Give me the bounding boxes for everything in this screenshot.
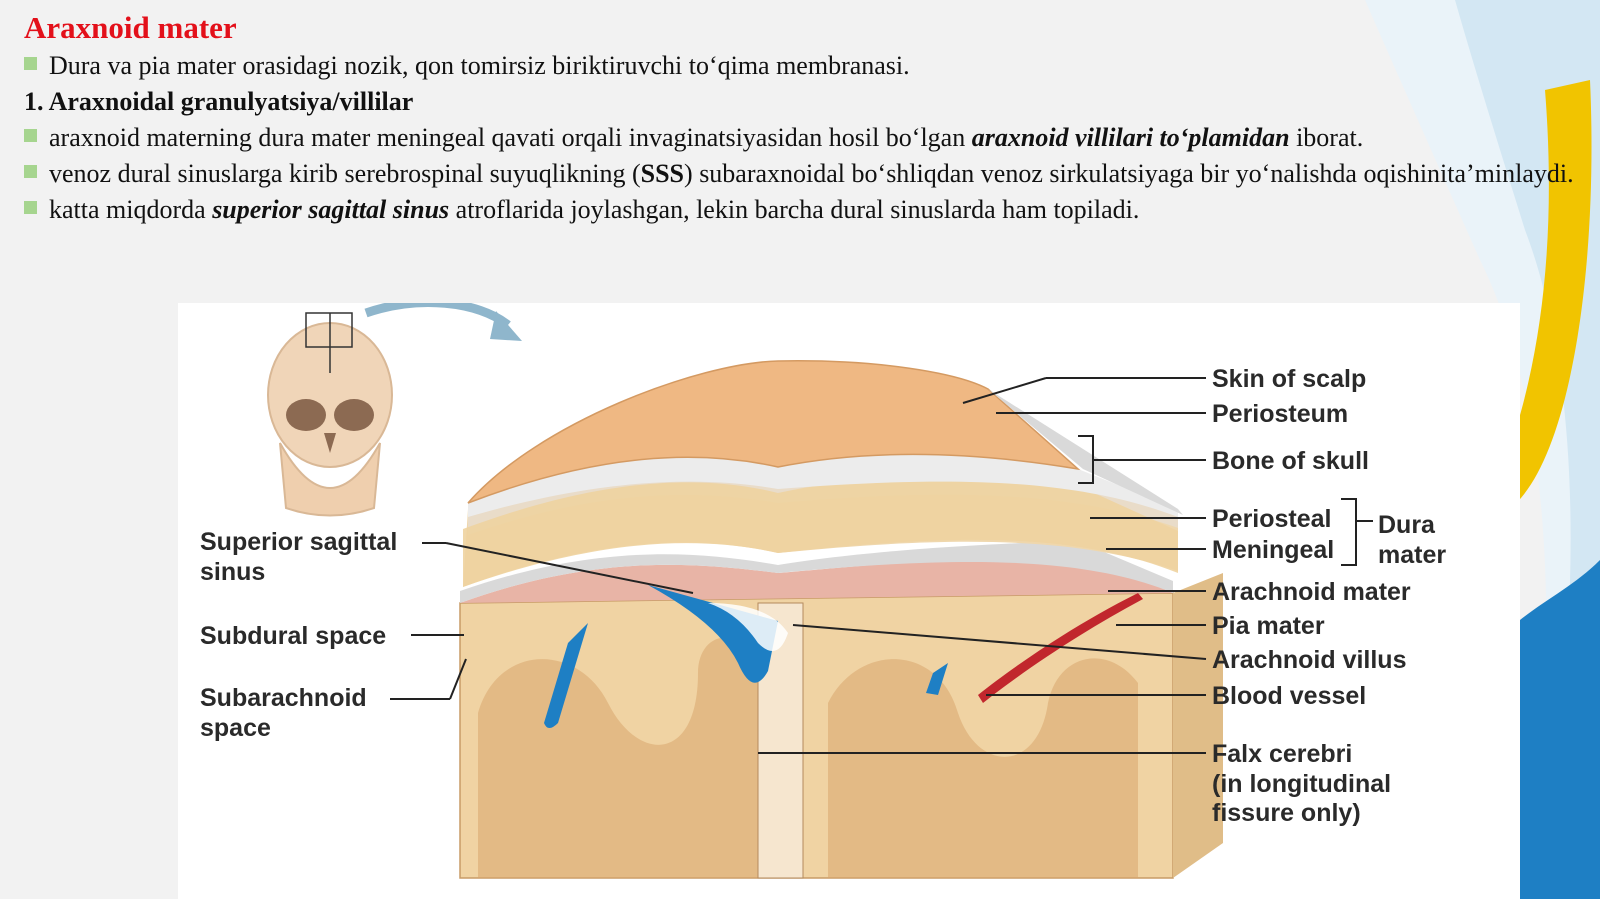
- bullet-1-text: Dura va pia mater orasidagi nozik, qon t…: [49, 51, 910, 80]
- section-heading: 1. Araxnoidal granulyatsiya/villilar: [24, 87, 414, 116]
- label-falx-cerebri-3: fissure only): [1212, 799, 1361, 827]
- square-bullet-icon: [24, 201, 37, 214]
- bullet-item-4: katta miqdorda superior sagittal sinus a…: [24, 192, 1584, 228]
- slide-title: Araxnoid mater: [24, 10, 237, 45]
- leader-lines: [390, 377, 1373, 754]
- label-bone-of-skull: Bone of skull: [1212, 447, 1369, 475]
- bullet-2-text: araxnoid materning dura mater meningeal …: [49, 123, 972, 152]
- label-falx-cerebri-2: (in longitudinal: [1212, 770, 1391, 798]
- bullet-2-text-end: iborat.: [1289, 123, 1364, 152]
- label-blood-vessel: Blood vessel: [1212, 682, 1366, 710]
- label-superior-sagittal-sinus-2: sinus: [200, 558, 265, 586]
- label-falx-cerebri: Falx cerebri: [1212, 740, 1352, 768]
- text-content: Araxnoid mater Dura va pia mater orasida…: [24, 8, 1584, 228]
- label-pia-mater: Pia mater: [1212, 612, 1325, 640]
- bullet-4-text: katta miqdorda: [49, 195, 213, 224]
- bullet-4-emphasis: superior sagittal sinus: [212, 195, 450, 224]
- label-periosteal: Periosteal: [1212, 505, 1332, 533]
- label-arachnoid-mater: Arachnoid mater: [1212, 578, 1411, 606]
- bullet-item-3: venoz dural sinuslarga kirib serebrospin…: [24, 156, 1584, 192]
- pointer-arrow: [364, 303, 522, 341]
- label-subarachnoid-space: Subarachnoid: [200, 684, 367, 712]
- meninges-diagram: Superior sagittal sinus Subdural space S…: [178, 303, 1520, 899]
- square-bullet-icon: [24, 129, 37, 142]
- meninges-illustration: Superior sagittal sinus Subdural space S…: [200, 303, 1446, 879]
- bullet-2-emphasis: araxnoid villilari to‘plamidan: [971, 123, 1290, 152]
- square-bullet-icon: [24, 57, 37, 70]
- label-subarachnoid-space-2: space: [200, 714, 271, 742]
- label-dura-mater-2: mater: [1378, 541, 1446, 569]
- bullet-3-text: venoz dural sinuslarga kirib serebrospin…: [49, 159, 641, 188]
- label-skin-of-scalp: Skin of scalp: [1212, 365, 1366, 393]
- label-arachnoid-villus: Arachnoid villus: [1212, 646, 1406, 674]
- bullet-item-2: araxnoid materning dura mater meningeal …: [24, 120, 1584, 156]
- bullet-3-emphasis: SSS: [640, 159, 685, 188]
- tissue-block: [459, 360, 1223, 879]
- label-superior-sagittal-sinus: Superior sagittal: [200, 528, 397, 556]
- bullet-3-text-end: ) subaraxnoidal bo‘shliqdan venoz sirkul…: [684, 159, 1574, 188]
- label-dura-mater: Dura: [1378, 511, 1436, 539]
- label-subdural-space: Subdural space: [200, 622, 386, 650]
- bullet-item-1: Dura va pia mater orasidagi nozik, qon t…: [24, 48, 1584, 84]
- square-bullet-icon: [24, 165, 37, 178]
- skull-thumbnail: [267, 312, 393, 517]
- label-meningeal: Meningeal: [1212, 536, 1334, 564]
- label-periosteum: Periosteum: [1212, 400, 1348, 428]
- bullet-4-text-end: atroflarida joylashgan, lekin barcha dur…: [449, 195, 1140, 224]
